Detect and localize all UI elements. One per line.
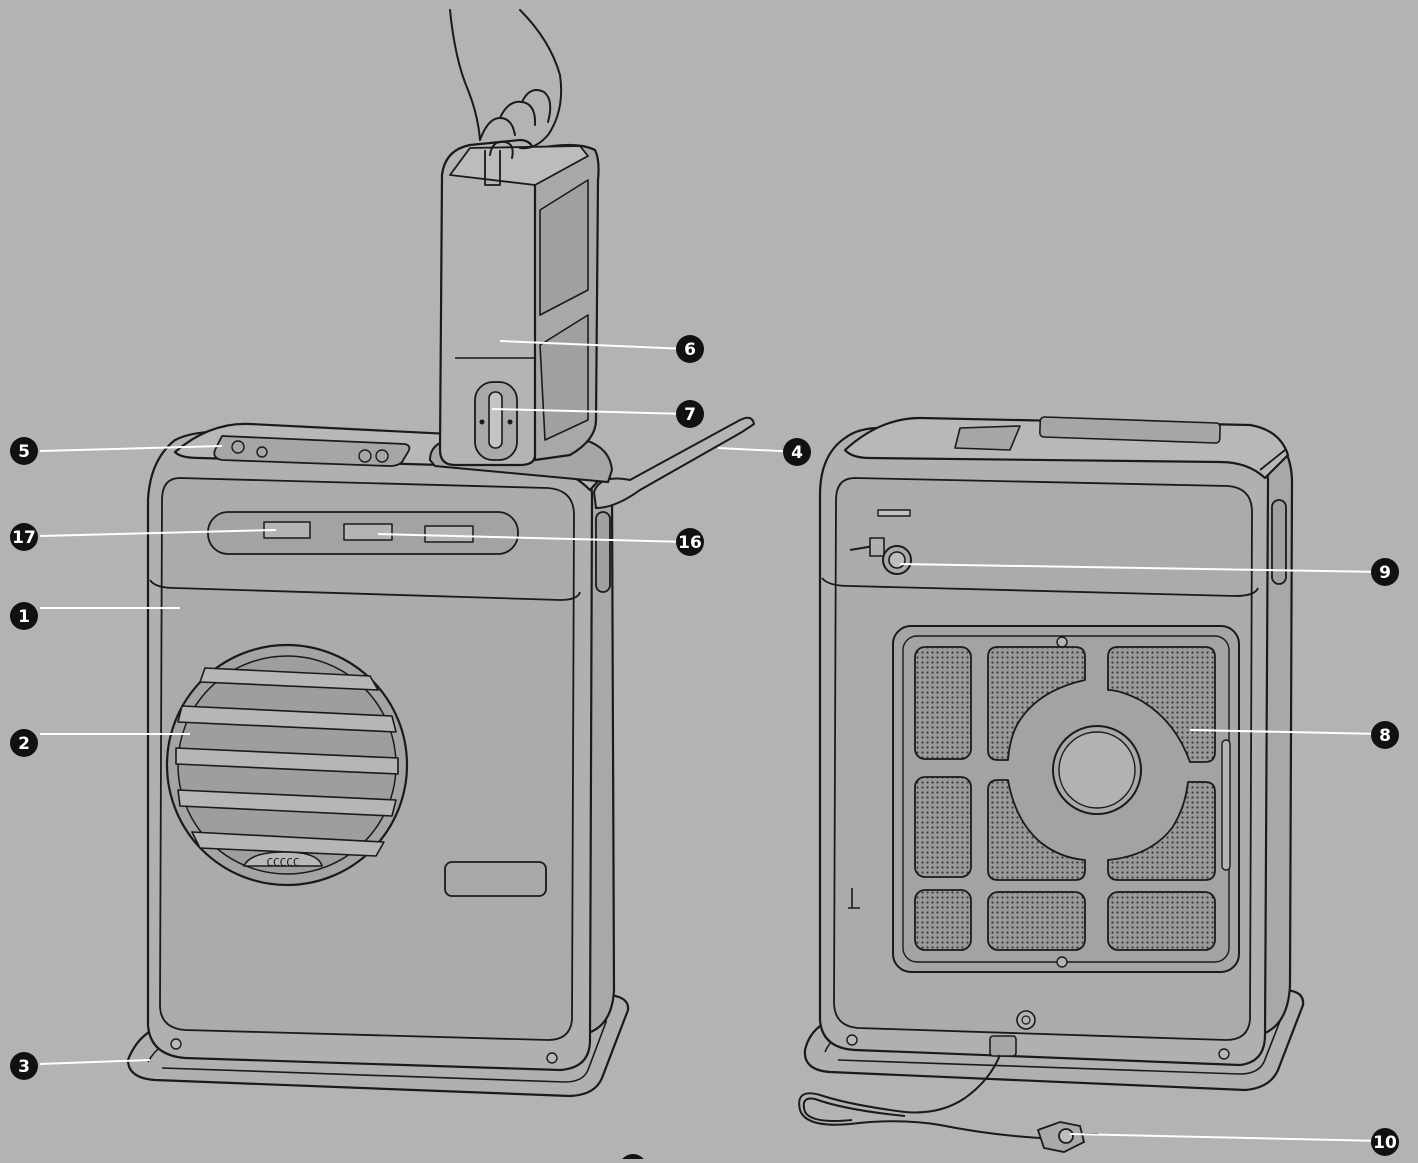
callout-16: 16 — [676, 528, 704, 556]
front-screw-right — [547, 1053, 557, 1063]
svg-text:6: 6 — [684, 340, 696, 360]
svg-text:3: 3 — [18, 1057, 30, 1077]
svg-text:7: 7 — [684, 405, 696, 425]
carry-handle — [594, 418, 754, 508]
tank-cap-grip — [489, 392, 502, 448]
svg-text:CCCCC: CCCCC — [266, 856, 299, 869]
svg-text:10: 10 — [1373, 1133, 1397, 1153]
callout-17: 17 — [10, 523, 38, 551]
svg-text:5: 5 — [18, 442, 30, 462]
cord-inlet — [990, 1036, 1016, 1056]
side-handle — [596, 512, 610, 592]
hand — [450, 10, 561, 158]
callout-partial-bottom — [619, 1154, 647, 1159]
svg-text:9: 9 — [1379, 563, 1391, 583]
callout-8: 8 — [1371, 721, 1399, 749]
callout-2: 2 — [10, 729, 38, 757]
display-segment-3 — [425, 526, 473, 542]
svg-text:1: 1 — [18, 607, 30, 627]
callout-10: 10 — [1371, 1128, 1399, 1156]
callout-3: 3 — [10, 1052, 38, 1080]
plug-icon — [1038, 1122, 1098, 1152]
rear-top-panel — [955, 426, 1020, 450]
callout-7: 7 — [676, 400, 704, 428]
callout-6: 6 — [676, 335, 704, 363]
callout-5: 5 — [10, 437, 38, 465]
svg-text:8: 8 — [1379, 726, 1391, 746]
display-segment-2 — [344, 524, 392, 540]
svg-text:2: 2 — [18, 734, 30, 754]
callout-9: 9 — [1371, 558, 1399, 586]
front-handle-slot — [445, 862, 546, 896]
callout-4: 4 — [783, 438, 811, 466]
svg-text:16: 16 — [678, 533, 702, 553]
front-heater: CCCCC — [128, 424, 628, 1096]
rear-side-handle — [1272, 500, 1286, 584]
callout-1: 1 — [10, 602, 38, 630]
svg-text:4: 4 — [791, 443, 803, 463]
rear-heater — [805, 417, 1303, 1090]
svg-text:17: 17 — [12, 528, 36, 548]
water-tank — [440, 140, 599, 465]
front-screw-left — [171, 1039, 181, 1049]
